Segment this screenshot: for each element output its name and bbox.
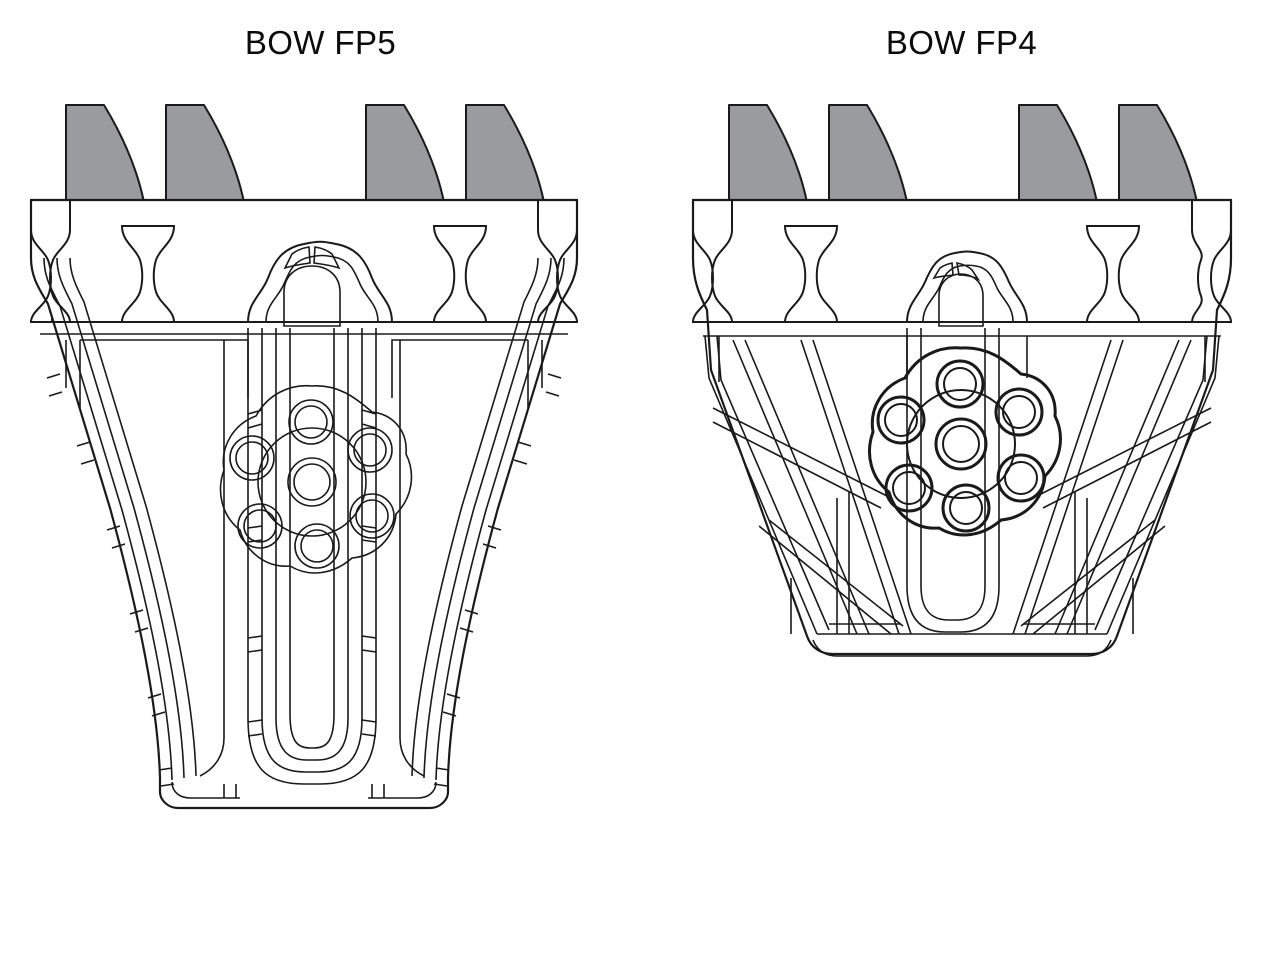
figure-title-fp4: BOW FP4 [885, 24, 1038, 61]
keystone-arch-fp5 [248, 242, 392, 326]
right-truss-fp4 [1012, 335, 1220, 635]
side-web-panels-fp5 [200, 340, 424, 776]
figure-drawing-fp5 [29, 104, 579, 810]
flange-hub [258, 428, 366, 536]
left-truss-fp4 [704, 335, 912, 635]
left-flank-ribs-fp5 [44, 258, 196, 787]
rosette-flange-fp5 [221, 386, 412, 573]
figure-drawing-fp4 [691, 104, 1233, 868]
flange-bolt-holes [230, 400, 394, 568]
center-web-channel-fp4 [907, 328, 999, 632]
center-web-channel-fp5 [248, 328, 376, 784]
figure-panel-fp4: BOW FP4 [641, 0, 1282, 979]
flange-hub [907, 390, 1015, 498]
bottom-foot-fp5 [172, 782, 436, 798]
rosette-flange-fp4 [870, 348, 1061, 535]
bottom-foot-fp4 [813, 624, 1111, 656]
right-flank-ribs-fp5 [412, 258, 564, 787]
figure-title-fp5: BOW FP5 [244, 24, 397, 61]
keystone-arch-fp4 [907, 252, 1027, 327]
figure-panel-fp5: BOW FP5 [29, 24, 579, 810]
flange-bolt-holes [878, 361, 1044, 531]
